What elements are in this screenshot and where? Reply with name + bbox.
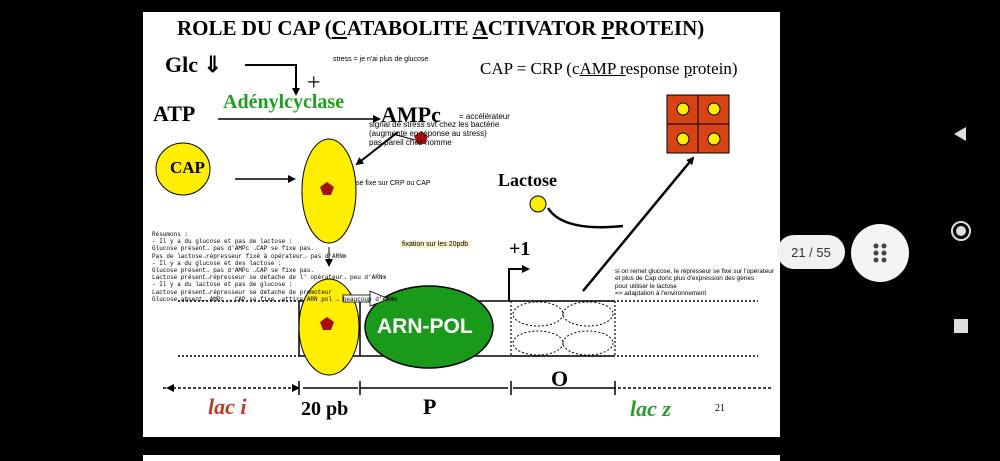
resumons-notes: Résumons : - Il y a du glucose et pas de… — [152, 231, 397, 303]
ampc-label: AMPc — [381, 102, 441, 127]
expression-arrow — [582, 156, 695, 292]
slide: ROLE DU CAP (CATABOLITE ACTIVATOR PROTEI… — [143, 12, 780, 437]
arn-pol-ellipse — [364, 285, 494, 369]
signal-note: signal de stress svt chez les bactérie (… — [369, 120, 500, 147]
crp-pentagon — [320, 182, 334, 195]
slide-page-number: 21 — [715, 403, 725, 414]
stress-note: stress = je n'ai plus de glucose — [333, 56, 429, 63]
back-button[interactable] — [952, 126, 968, 147]
grid-view-button[interactable] — [851, 224, 909, 282]
lactose-dot — [529, 195, 547, 213]
slide-title: ROLE DU CAP (CATABOLITE ACTIVATOR PROTEI… — [177, 16, 705, 40]
back-triangle-icon — [954, 127, 966, 141]
next-slide-edge[interactable] — [143, 455, 780, 461]
grid-dots-icon — [873, 243, 887, 263]
cap-bound-pentagon — [320, 317, 334, 330]
arn-pol-label: ARN-POL — [377, 315, 473, 338]
si-remet-note: si on remet glucose, le répresseur se fi… — [615, 268, 774, 298]
fixation-note: fixation sur les 20pdb — [400, 241, 471, 248]
plus-sign: + — [307, 70, 321, 96]
cap-circle — [155, 142, 211, 196]
atp-label: ATP — [153, 101, 196, 126]
promoter-label: P — [423, 394, 437, 419]
glc-arrow — [245, 64, 300, 96]
adenylcyclase-label: Adénylcyclase — [223, 91, 345, 113]
plus1-label: +1 — [509, 238, 531, 260]
diagram-graphics — [155, 64, 773, 395]
pb20-label: 20 pb — [301, 398, 349, 420]
fixe-note: se fixe sur CRP ou CAP — [356, 180, 431, 187]
lactose-curve — [546, 207, 624, 229]
operator-label: O — [551, 366, 569, 391]
home-circle-icon — [951, 221, 971, 241]
lac-i-label: lac i — [208, 394, 247, 419]
operator-box — [510, 300, 616, 357]
recents-square-icon — [954, 319, 968, 333]
home-button[interactable] — [950, 220, 972, 247]
page-counter[interactable]: 21 / 55 — [777, 235, 845, 269]
lac-z-label: lac z — [630, 396, 671, 421]
accelerateur-note: = accélérateur — [459, 112, 510, 121]
ampc-crp-arrow — [355, 131, 399, 166]
lactose-label: Lactose — [498, 170, 557, 190]
ampc-pentagon-arrow — [392, 133, 416, 141]
glc-label: Glc ⇓ — [165, 52, 222, 77]
recents-button[interactable] — [954, 319, 968, 338]
cap-equals-crp: CAP = CRP (cAMP response protein) — [480, 59, 738, 78]
ampc-pentagon — [414, 131, 428, 144]
plus1-arrow — [508, 265, 530, 301]
cap-label: CAP — [170, 158, 205, 177]
